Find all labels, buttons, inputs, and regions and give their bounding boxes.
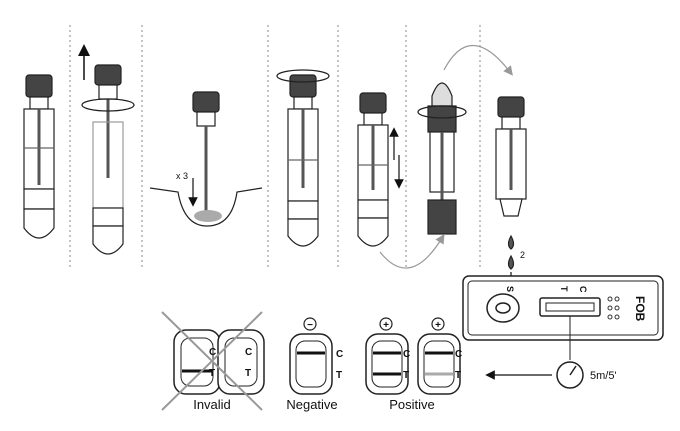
dot	[614, 314, 620, 320]
cassette-test-label: T	[559, 286, 569, 292]
step-2-unscrew	[78, 44, 135, 255]
sample-well-inner	[495, 302, 511, 314]
cap-neck	[501, 116, 521, 130]
cap-icon	[25, 74, 53, 98]
dropper-tip	[499, 198, 523, 217]
drop-icon-2	[507, 254, 515, 270]
timer-icon	[556, 361, 584, 389]
cap-icon	[427, 105, 457, 133]
cap-icon	[497, 96, 525, 118]
invalid-cross-icon	[161, 311, 263, 411]
positive-c-label-1: C	[403, 349, 410, 360]
negative-c-label: C	[336, 349, 343, 360]
tube-tip	[92, 225, 124, 255]
invalid-t-label-2: T	[245, 368, 251, 379]
result-window	[539, 297, 601, 317]
positive-sign-1: +	[383, 320, 389, 331]
stool-sample	[194, 210, 222, 222]
negative-sign-icon	[303, 317, 317, 331]
dot	[607, 314, 613, 320]
cap-neck	[363, 112, 383, 126]
cap-neck	[196, 111, 216, 127]
positive-sign-2: +	[435, 320, 441, 331]
step-3-collect-sample	[149, 91, 263, 227]
dot	[614, 305, 620, 311]
cassette-dots	[607, 296, 620, 320]
negative-label: Negative	[286, 397, 337, 412]
invalid-c-label-2: C	[245, 347, 252, 358]
step-7-dispense	[495, 96, 527, 295]
cap-icon	[289, 74, 317, 98]
invalid-label: Invalid	[193, 397, 231, 412]
cassette-brand-label: FOB	[633, 296, 647, 322]
cassette-inner-border	[467, 280, 659, 336]
tube-tip	[357, 217, 389, 247]
positive-sign-icon-1	[379, 317, 393, 331]
dot	[607, 296, 613, 302]
tip-cap	[431, 82, 453, 107]
cap-icon	[192, 91, 220, 113]
result-positive-strip-2	[417, 333, 461, 395]
positive-t-label-1: T	[403, 370, 409, 381]
mix-count-label: x 3	[176, 171, 188, 181]
cap-neck	[29, 96, 49, 110]
positive-t-label-2: T	[455, 370, 461, 381]
cap-neck	[293, 96, 313, 110]
sample-well-label: S	[505, 286, 515, 292]
collar-icon	[427, 199, 457, 235]
step-dividers	[69, 25, 481, 270]
drop-icon-1	[507, 234, 515, 250]
collar-icon	[23, 188, 55, 210]
result-invalid-strip-2	[217, 329, 265, 395]
test-cassette	[462, 275, 664, 341]
collar-icon	[287, 200, 319, 220]
tube-tip	[287, 218, 319, 247]
invalid-c-label: C	[209, 347, 216, 358]
step-6-break-tip	[417, 82, 467, 235]
dot	[614, 296, 620, 302]
rotate-arrow-icon	[81, 98, 135, 112]
cap-neck	[98, 84, 118, 100]
sample-container	[149, 187, 263, 227]
cap-icon	[94, 64, 122, 86]
timer-label: 5m/5'	[590, 370, 617, 382]
positive-sign-icon-2	[431, 317, 445, 331]
step-5-shake	[357, 92, 404, 247]
rotate-arrow-icon	[276, 69, 330, 83]
result-strip	[545, 302, 595, 312]
cassette-control-label: C	[578, 286, 588, 293]
result-invalid-strip-1	[173, 329, 221, 395]
negative-sign: −	[307, 320, 313, 331]
negative-t-label: T	[336, 370, 342, 381]
flow-arrow-5-6	[379, 233, 445, 269]
invalid-t-label: T	[209, 368, 215, 379]
collar-icon	[92, 207, 124, 227]
step-4-screw-back	[276, 69, 330, 247]
drop-count-label: 2	[520, 250, 525, 260]
tube-tip	[23, 208, 55, 239]
positive-c-label-2: C	[455, 349, 462, 360]
dot	[607, 305, 613, 311]
positive-label: Positive	[389, 397, 435, 412]
result-negative-strip	[289, 333, 333, 395]
flow-arrow-6-7	[443, 45, 513, 76]
collar-icon	[357, 199, 389, 219]
result-positive-strip-1	[365, 333, 409, 395]
step-1-closed-tube	[23, 74, 55, 239]
cap-icon	[359, 92, 387, 114]
rotate-arrow-icon	[417, 105, 467, 119]
